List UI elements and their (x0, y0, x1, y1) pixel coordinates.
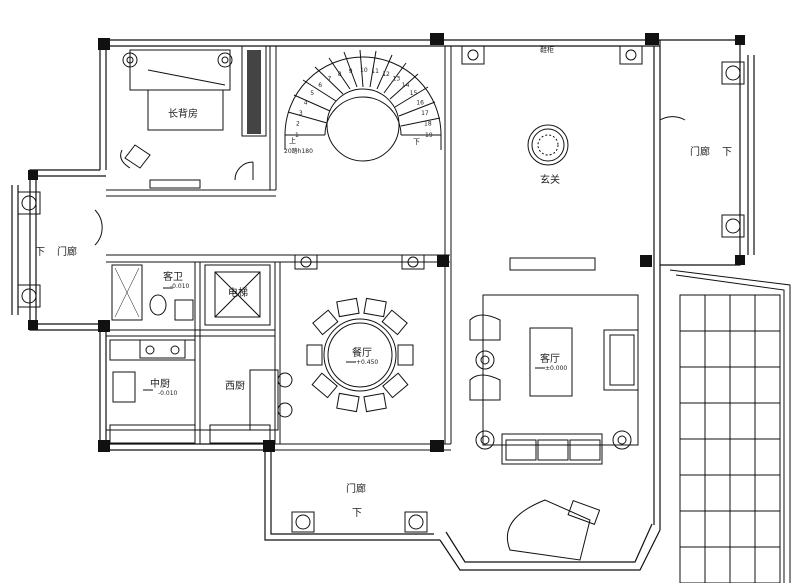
stair-step-number: 9 (349, 68, 353, 75)
stair-step-number: 16 (416, 100, 424, 107)
room-label-porch-left: 门廊 (57, 245, 77, 258)
stair-step-number: 7 (328, 76, 332, 83)
stair-step-number: 10 (360, 67, 368, 74)
columns (28, 33, 745, 452)
stair-down-label: 下 (413, 138, 420, 146)
stair-step-number: 6 (318, 82, 322, 89)
stair-step-number: 2 (296, 121, 300, 128)
level-living: ±0.000 (545, 365, 567, 372)
room-label-guest-bath: 客卫 (163, 270, 183, 283)
dining-table (306, 297, 414, 413)
level-marks (143, 287, 545, 391)
room-label-living: 客厅 (540, 352, 560, 365)
room-label-dining: 餐厅 (352, 346, 372, 359)
stair-step-number: 4 (304, 100, 308, 107)
doors (94, 116, 686, 246)
elevator-shaft (204, 264, 271, 326)
stair-note: 20踏h180 (284, 147, 313, 155)
level-guest-bath: -0.010 (170, 283, 190, 290)
room-label-elevator: 电梯 (228, 286, 248, 299)
stair-step-number: 3 (299, 110, 303, 117)
terrace-grid (680, 295, 780, 583)
stair-step-number: 8 (338, 71, 342, 78)
stair-step-number: 15 (410, 90, 418, 97)
stair-step-number: 13 (393, 76, 401, 83)
stair-up-label: 上 (289, 136, 296, 145)
kitchen-fixtures (109, 339, 293, 444)
stair-step-number: 11 (371, 68, 379, 75)
stair-step-number: 5 (310, 90, 314, 97)
stair-step-number: 17 (421, 110, 429, 117)
label-top: 鞋柜 (540, 45, 554, 54)
bed (122, 49, 233, 189)
piano (507, 499, 601, 561)
level-chinese-kitchen: -0.010 (158, 390, 178, 397)
room-label-foyer: 玄关 (540, 173, 560, 186)
arrow-right-down: 下 (722, 147, 732, 158)
bathroom-fixtures (111, 264, 194, 321)
armchair (120, 144, 151, 169)
interior-walls (106, 46, 452, 451)
room-label-porch-bottom: 门廊 (346, 482, 366, 495)
stair-step-number: 18 (424, 121, 432, 128)
exterior-walls (11, 39, 755, 571)
spiral-staircase (284, 49, 442, 162)
room-label-porch-right: 门廊 (690, 145, 710, 158)
stair-step-number: 19 (425, 132, 433, 139)
stair-step-number: 1 (295, 132, 299, 139)
arrow-left-down: 下 (35, 247, 45, 258)
room-label-chinese-kitchen: 中厨 (150, 377, 170, 390)
foyer-table (527, 124, 569, 166)
level-dining: +0.450 (356, 359, 378, 366)
stair-step-number: 12 (382, 71, 390, 78)
plinths (17, 45, 745, 533)
room-label-elder: 长背房 (168, 107, 198, 120)
room-label-western-kitchen: 西厨 (225, 380, 245, 392)
living-room-furniture (469, 257, 639, 465)
arrow-bottom-down: 下 (352, 508, 362, 519)
wardrobe (241, 45, 267, 137)
stair-step-number: 14 (402, 82, 410, 89)
